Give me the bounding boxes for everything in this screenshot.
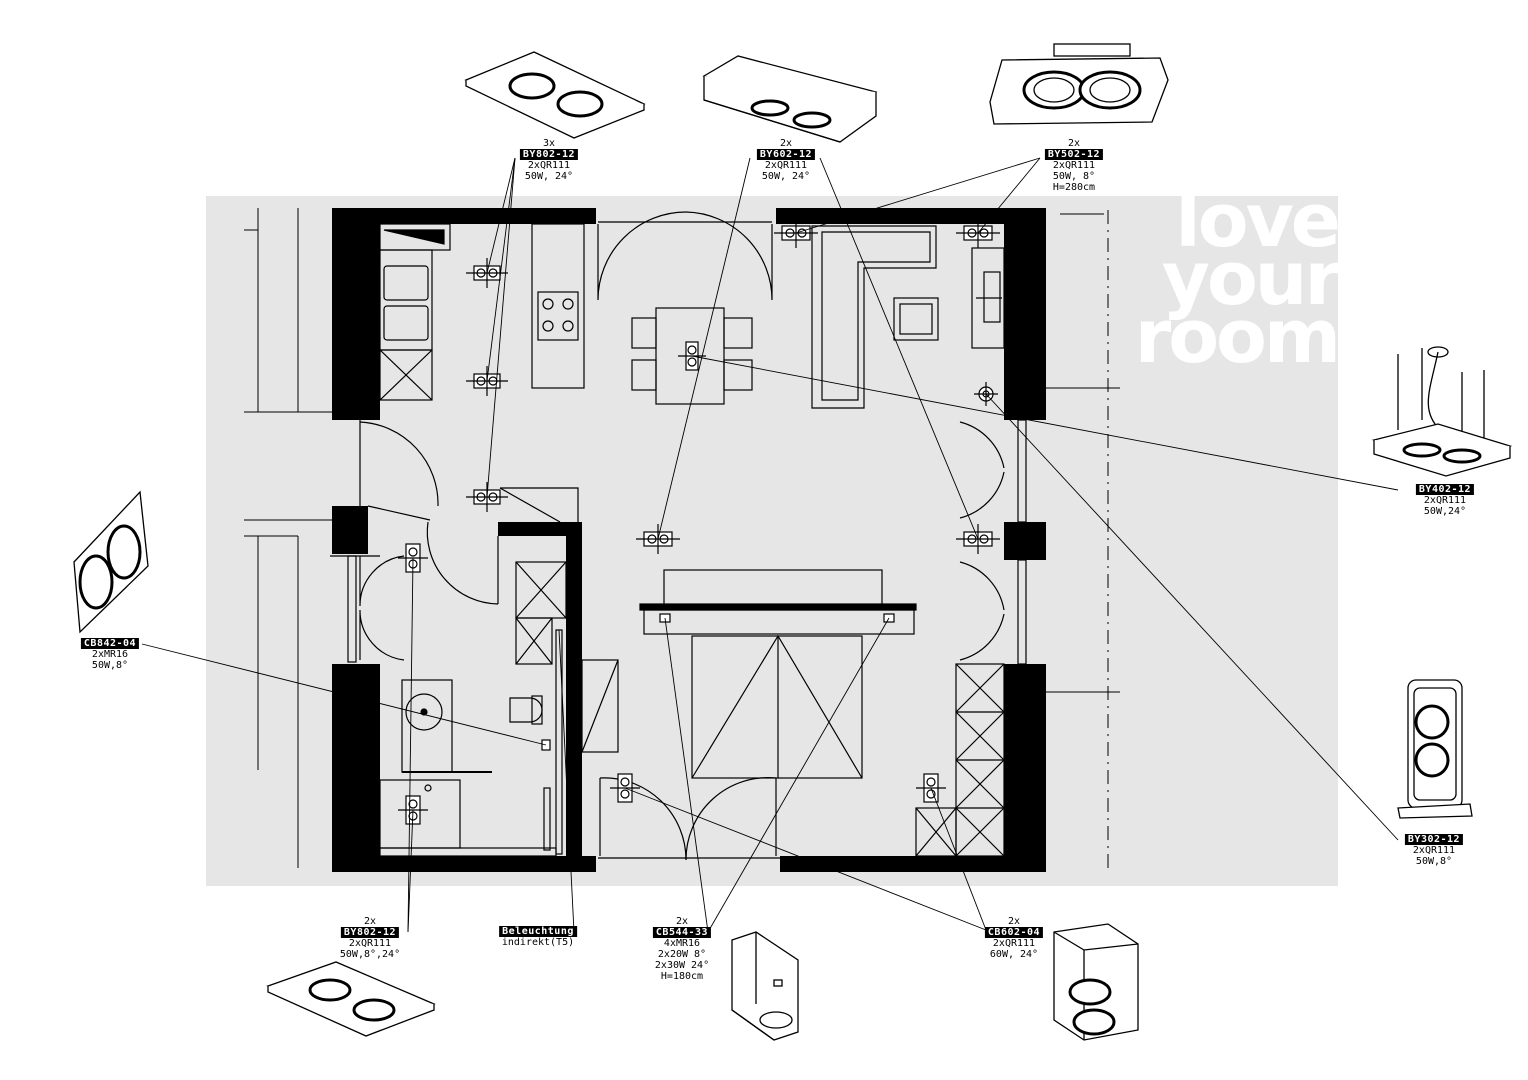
- label-spec: 2xMR16: [91, 649, 129, 660]
- label-qty: 3x: [542, 138, 556, 149]
- label-spec: 2xQR111: [527, 160, 571, 171]
- label-spec: H=280cm: [1052, 182, 1096, 193]
- label-spec: 50W, 24°: [761, 171, 811, 182]
- label-cb602-bottom: 2x CB602-04 2xQR111 60W, 24°: [984, 916, 1044, 960]
- brand-line-2: your: [1161, 236, 1341, 322]
- brand-line-1: love: [1175, 178, 1341, 264]
- label-by402-right: BY402-12 2xQR111 50W,24°: [1415, 484, 1475, 517]
- label-spec: 2xQR111: [1423, 495, 1467, 506]
- fixture-symbol: [774, 218, 818, 248]
- label-spec: 2xQR111: [992, 938, 1036, 949]
- label-code: BY802-12: [519, 149, 579, 160]
- label-qty: 2x: [363, 916, 377, 927]
- label-by802-top: 3x BY802-12 2xQR111 50W, 24°: [519, 138, 579, 182]
- label-qty: 2x: [1007, 916, 1021, 927]
- label-spec: 2x20W 8°: [657, 949, 707, 960]
- label-spec: 50W,8°: [91, 660, 129, 671]
- label-spec: 4xMR16: [663, 938, 701, 949]
- furniture: [330, 211, 1027, 861]
- label-qty: 2x: [779, 138, 793, 149]
- label-spec: 50W, 24°: [524, 171, 574, 182]
- label-cb842-left: CB842-04 2xMR16 50W,8°: [80, 638, 140, 671]
- product-cb602-bottom: [1053, 923, 1139, 1041]
- label-beleuchtung: Beleuchtung indirekt(T5): [499, 926, 577, 948]
- label-cb544-bottom: 2x CB544-33 4xMR16 2x20W 8° 2x30W 24° H=…: [652, 916, 712, 982]
- reference-lines: [244, 208, 1120, 870]
- product-by402-right: [1371, 346, 1513, 477]
- label-qty: 2x: [1067, 138, 1081, 149]
- label-code: BY602-12: [756, 149, 816, 160]
- label-code: BY402-12: [1415, 484, 1475, 495]
- label-spec: H=180cm: [660, 971, 704, 982]
- label-by802-bottom: 2x BY802-12 2xQR111 50W,8°,24°: [340, 916, 400, 960]
- label-code: CB602-04: [984, 927, 1044, 938]
- label-spec: 2x30W 24°: [654, 960, 710, 971]
- label-by302-right: BY302-12 2xQR111 50W,8°: [1404, 834, 1464, 867]
- product-by802-bottom: [266, 961, 436, 1037]
- fixture-symbol: [466, 258, 508, 288]
- product-cb842-left: [73, 490, 149, 634]
- product-by602-top: [702, 55, 878, 143]
- label-spec: 50W,8°: [1415, 856, 1453, 867]
- leader-lines: [141, 157, 1399, 933]
- label-code: Beleuchtung: [499, 926, 577, 937]
- product-by802-top: [464, 51, 646, 139]
- label-spec: 2xQR111: [348, 938, 392, 949]
- label-code: BY302-12: [1404, 834, 1464, 845]
- label-by602-top: 2x BY602-12 2xQR111 50W, 24°: [756, 138, 816, 182]
- product-sketches: [73, 43, 1513, 1041]
- brand-wordmark: love your room: [1134, 178, 1341, 380]
- background-panel: [206, 196, 1338, 886]
- label-code: CB842-04: [80, 638, 140, 649]
- label-code: BY802-12: [340, 927, 400, 938]
- label-spec: 50W, 8°: [1052, 171, 1096, 182]
- label-spec: 50W,8°,24°: [339, 949, 401, 960]
- label-spec: 50W,24°: [1423, 506, 1467, 517]
- label-code: CB544-33: [652, 927, 712, 938]
- product-by302-right: [1397, 679, 1473, 819]
- label-spec: 2xQR111: [764, 160, 808, 171]
- fixture-symbol: [678, 341, 706, 371]
- label-by502-top: 2x BY502-12 2xQR111 50W, 8° H=280cm: [1044, 138, 1104, 193]
- brand-line-3: room: [1134, 294, 1341, 380]
- label-code: BY502-12: [1044, 149, 1104, 160]
- label-spec: 60W, 24°: [989, 949, 1039, 960]
- product-by502-top: [989, 43, 1169, 125]
- label-spec: 2xQR111: [1412, 845, 1456, 856]
- label-spec: indirekt(T5): [501, 937, 575, 948]
- product-cb544-bottom: [731, 931, 799, 1041]
- label-qty: 2x: [675, 916, 689, 927]
- label-spec: 2xQR111: [1052, 160, 1096, 171]
